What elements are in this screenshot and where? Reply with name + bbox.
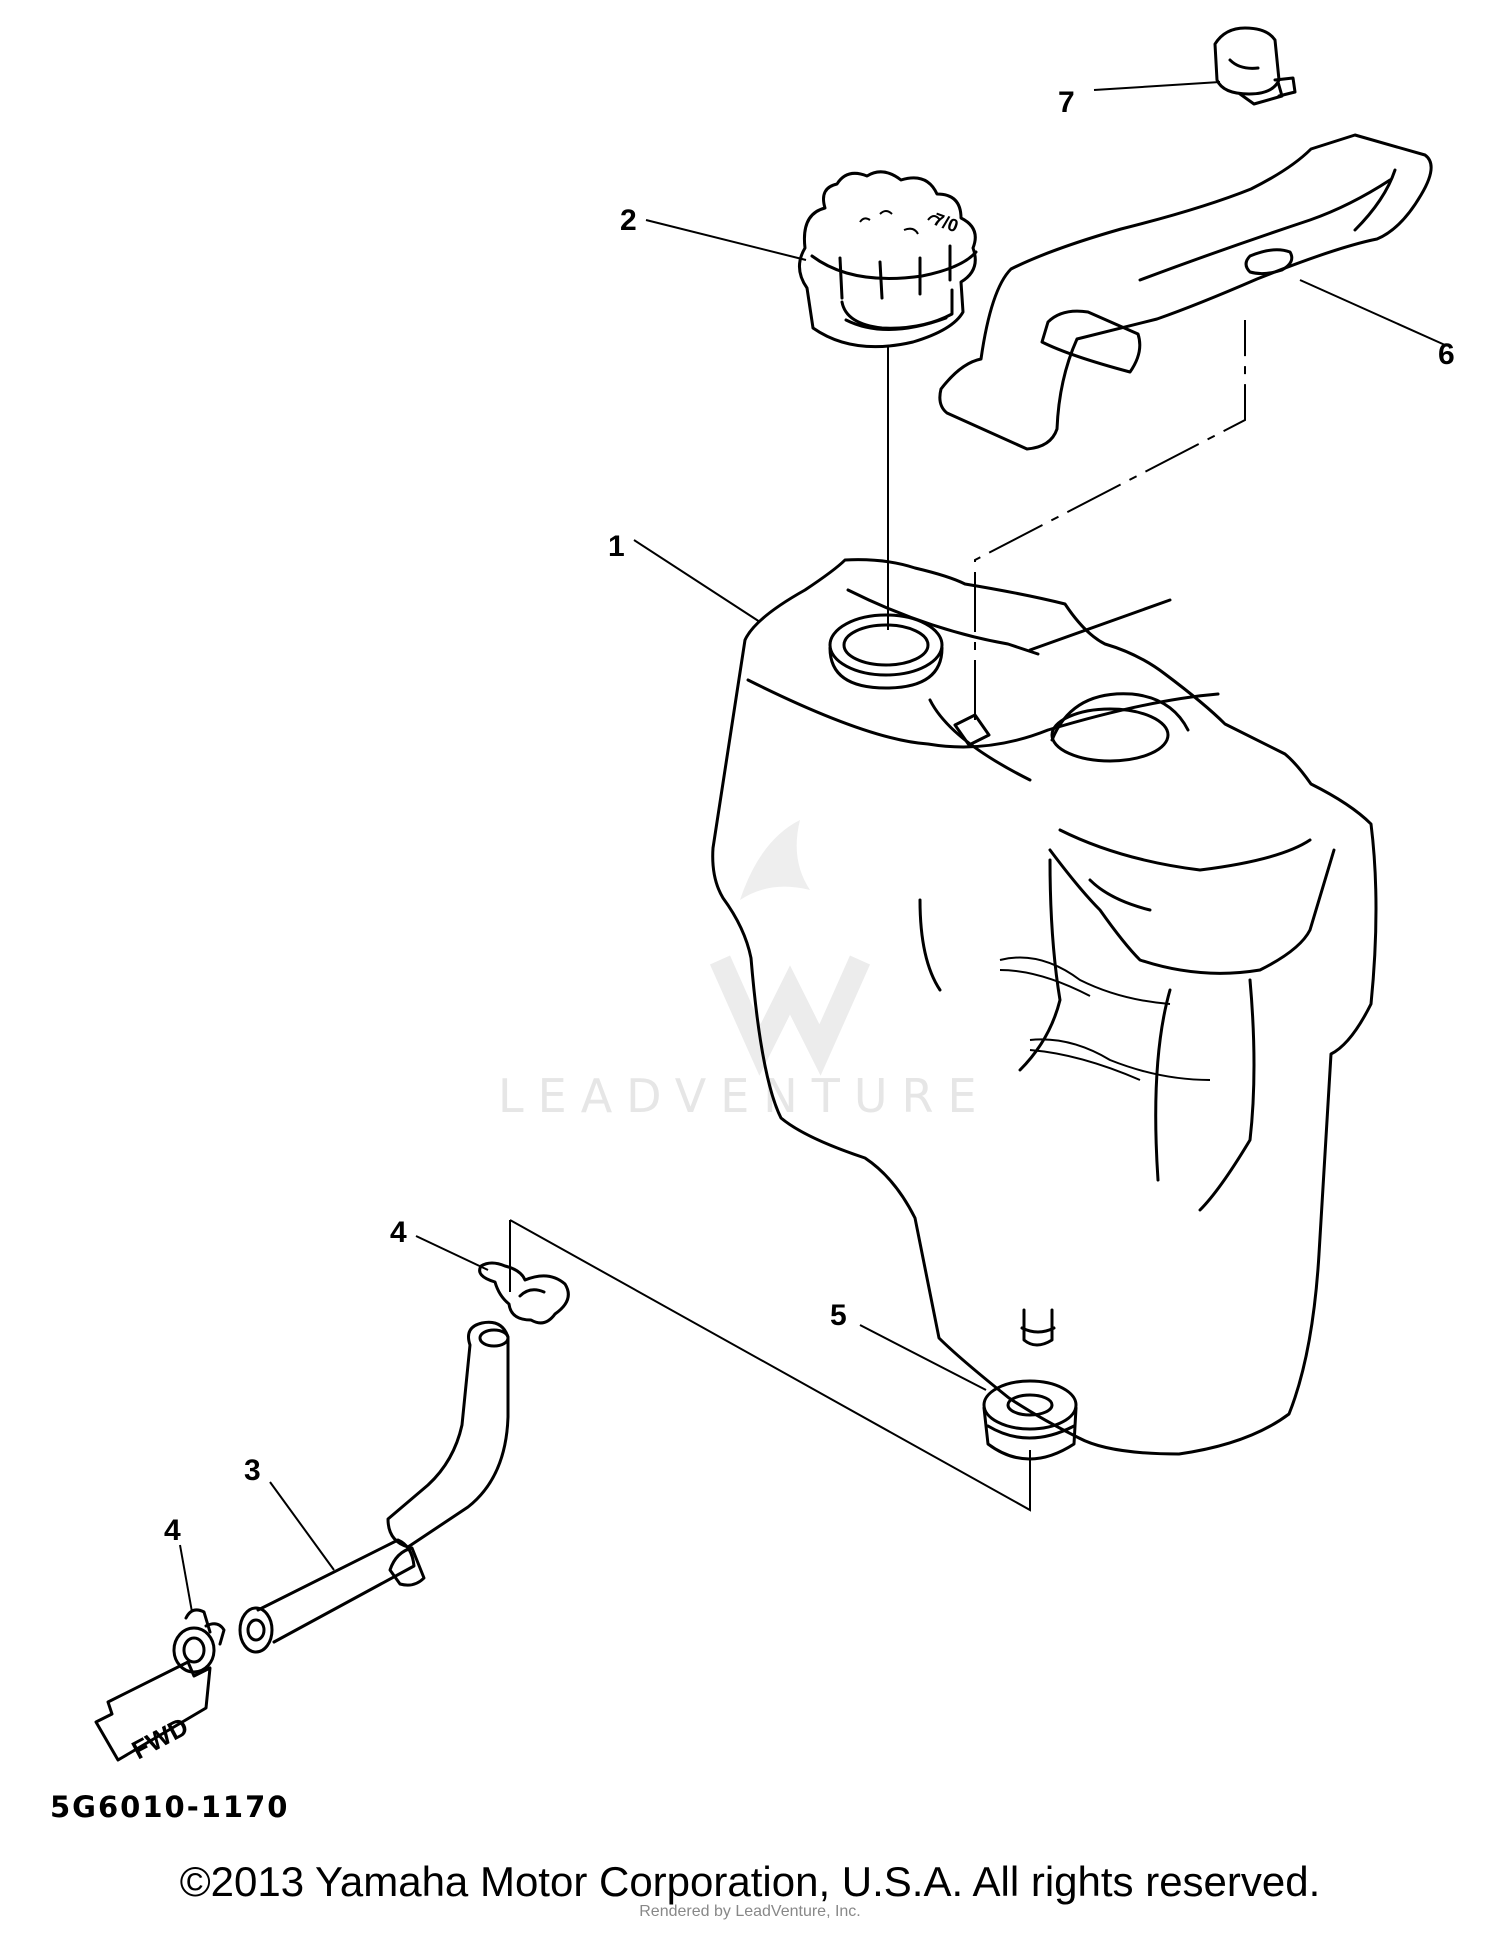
cap-marking: 7/0 bbox=[931, 209, 961, 236]
bolt-part-7 bbox=[1213, 26, 1297, 106]
oil-tank-part-1 bbox=[711, 558, 1378, 1456]
watermark-text: LEADVENTURE bbox=[498, 1069, 991, 1123]
filler-cap-part-2: 7/0 bbox=[798, 170, 978, 349]
callout-1: 1 bbox=[608, 530, 625, 563]
part-code: 5G6010-1170 bbox=[50, 1790, 290, 1824]
callout-leaders bbox=[179, 81, 1446, 1613]
callout-4-lower: 4 bbox=[164, 1514, 181, 1547]
callout-4-upper: 4 bbox=[390, 1216, 407, 1249]
callout-6: 6 bbox=[1438, 338, 1455, 371]
bracket-part-6 bbox=[938, 133, 1433, 451]
clip-part-4-lower bbox=[172, 1608, 226, 1674]
hose-part-3 bbox=[238, 1320, 510, 1654]
grommet-part-5 bbox=[982, 1379, 1078, 1461]
callout-7: 7 bbox=[1058, 86, 1075, 119]
fwd-arrow: FWD bbox=[94, 1660, 212, 1765]
callout-numbers: 1 2 3 4 4 5 6 7 bbox=[164, 86, 1455, 1547]
callout-3: 3 bbox=[244, 1454, 261, 1487]
fwd-label: FWD bbox=[127, 1711, 193, 1765]
callout-2: 2 bbox=[620, 204, 637, 237]
bracket-alignment-line bbox=[974, 320, 1246, 720]
rendered-by-note: Rendered by LeadVenture, Inc. bbox=[639, 1903, 861, 1920]
hose-alignment-line bbox=[509, 1219, 1031, 1512]
copyright-notice: ©2013 Yamaha Motor Corporation, U.S.A. A… bbox=[179, 1858, 1321, 1905]
watermark: LEADVENTURE bbox=[498, 820, 991, 1123]
clip-part-4-upper bbox=[478, 1261, 570, 1325]
callout-5: 5 bbox=[830, 1299, 847, 1332]
